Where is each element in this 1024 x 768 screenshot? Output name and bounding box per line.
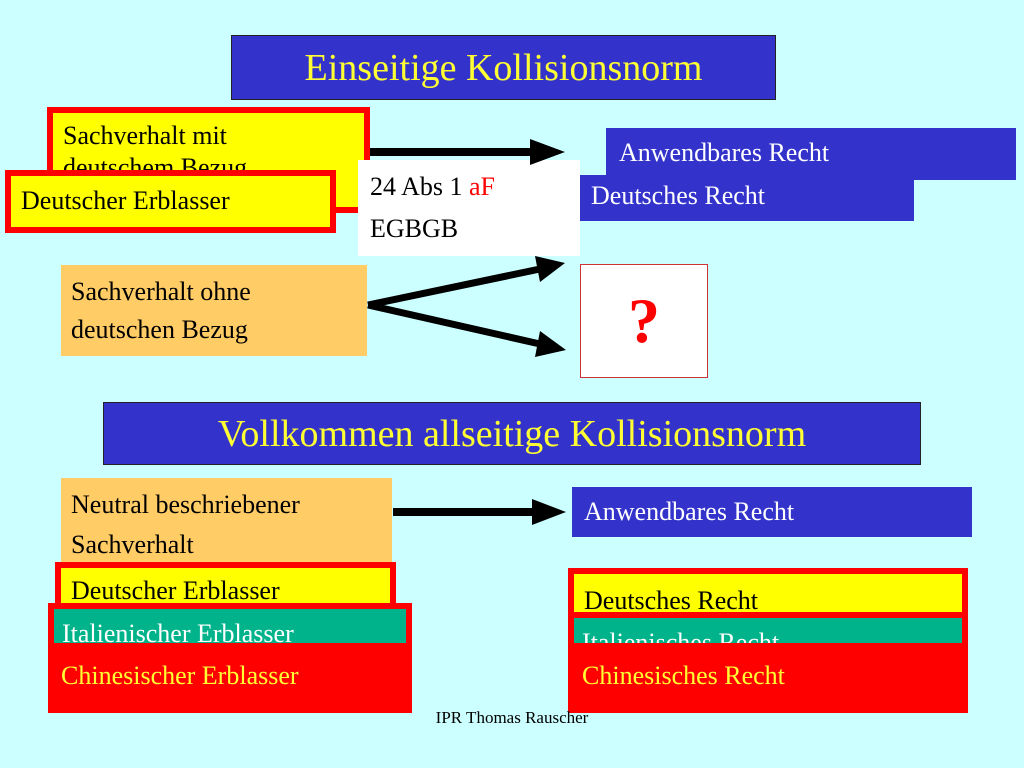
anwendbares-recht-top-label: Anwendbares Recht — [619, 138, 830, 167]
arrow-up-head — [535, 256, 565, 282]
title-one-sided-text: Einseitige Kollisionsnorm — [304, 46, 703, 89]
deutscher-erblasser-bottom-label: Deutscher Erblasser — [71, 576, 280, 605]
title-one-sided-norm: Einseitige Kollisionsnorm — [231, 35, 776, 100]
norm-number: 24 Abs 1 — [370, 172, 469, 201]
title-all-sided-text: Vollkommen allseitige Kollisionsnorm — [217, 412, 807, 455]
chinesischer-erblasser-label: Chinesischer Erblasser — [61, 661, 299, 690]
box-sachverhalt-ohne-bezug: Sachverhalt ohne deutschen Bezug — [61, 265, 367, 356]
sachverhalt-ohne-line2: deutschen Bezug — [71, 315, 248, 344]
box-chinesisches-recht: Chinesisches Recht — [568, 643, 968, 713]
italienischer-erblasser-label: Italienischer Erblasser — [62, 619, 294, 648]
deutsches-recht-top-label: Deutsches Recht — [591, 181, 766, 210]
neutral-line1: Neutral beschriebener — [71, 490, 300, 519]
box-neutral-sachverhalt: Neutral beschriebener Sachverhalt — [61, 478, 392, 570]
arrow-top-head — [530, 139, 565, 165]
norm-af: aF — [468, 172, 495, 201]
arrow-down-shaft — [367, 301, 541, 348]
norm-line1: 24 Abs 1 aF — [370, 172, 495, 202]
arrow-bottom — [393, 499, 566, 525]
box-anwendbares-recht-top: Anwendbares Recht — [606, 128, 1016, 180]
chinesisches-recht-label: Chinesisches Recht — [582, 661, 785, 690]
arrow-top — [370, 139, 565, 165]
deutsches-recht-bottom-label: Deutsches Recht — [584, 586, 759, 615]
sachverhalt-ohne-line1: Sachverhalt ohne — [71, 277, 251, 306]
arrow-up-to-question — [367, 256, 565, 309]
italienisches-recht-label: Italienisches Recht — [582, 628, 780, 652]
arrow-bottom-head — [532, 499, 566, 525]
anwendbares-recht-bottom-label: Anwendbares Recht — [584, 497, 795, 526]
footer-author: IPR Thomas Rauscher — [0, 708, 1024, 732]
deutscher-erblasser-top-label: Deutscher Erblasser — [21, 186, 230, 215]
arrow-down-head — [535, 331, 566, 357]
sachverhalt-mit-line1: Sachverhalt mit — [63, 121, 227, 150]
footer-author-text: IPR Thomas Rauscher — [435, 708, 589, 727]
arrow-down-to-question — [367, 301, 566, 357]
norm-law: EGBGB — [370, 214, 459, 243]
title-all-sided-norm: Vollkommen allseitige Kollisionsnorm — [103, 402, 921, 465]
question-mark: ? — [628, 285, 660, 356]
box-deutsches-recht-top: Deutsches Recht — [578, 175, 914, 221]
neutral-line2: Sachverhalt — [71, 530, 194, 559]
box-chinesischer-erblasser: Chinesischer Erblasser — [48, 643, 412, 713]
box-norm-egbgb: 24 Abs 1 aF EGBGB — [358, 160, 580, 256]
box-deutscher-erblasser-top: Deutscher Erblasser — [5, 170, 336, 233]
box-question: ? — [580, 264, 708, 378]
box-anwendbares-recht-bottom: Anwendbares Recht — [572, 487, 972, 537]
arrow-up-shaft — [367, 265, 541, 309]
